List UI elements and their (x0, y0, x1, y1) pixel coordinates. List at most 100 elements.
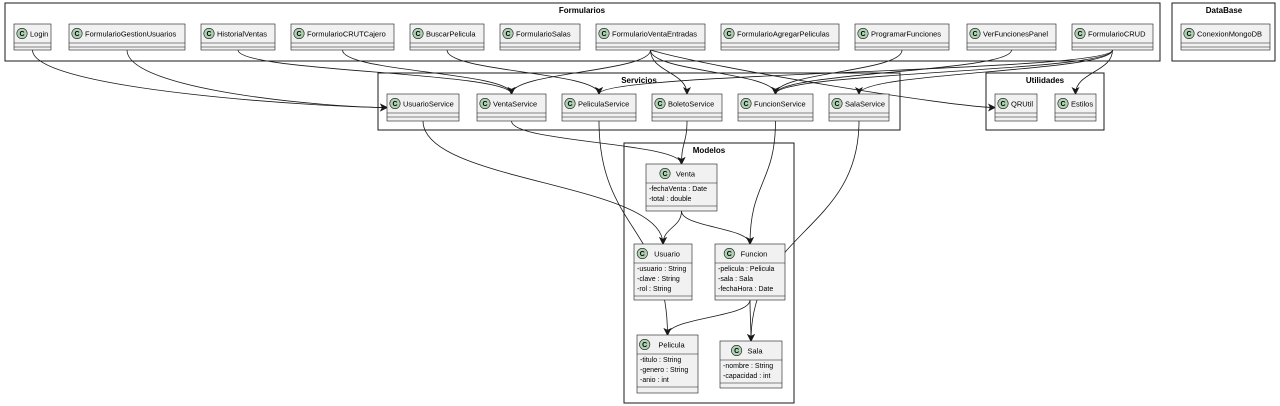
class-badge-letter: C (657, 101, 662, 108)
class-badge-letter: C (19, 31, 24, 38)
class-badge-letter: C (415, 31, 420, 38)
class-badge-icon (479, 98, 491, 110)
package-title-formularios: Formularios (559, 6, 606, 15)
class-badge-icon (203, 27, 215, 39)
relation-programar-funciones-to-funcion-service (771, 49, 903, 95)
class-badge-letter: C (1060, 101, 1065, 108)
class-badge-icon (969, 27, 981, 39)
class-attribute: -pelicula : Pelicula (718, 266, 775, 273)
class-qrutil[interactable]: C QRUtil (994, 93, 1038, 122)
class-box (386, 93, 460, 122)
class-badge-icon (412, 27, 424, 39)
class-badge-icon (639, 338, 651, 350)
relation-boleto-service-to-venta (677, 120, 688, 165)
relation-formulario-venta-entradas-to-funcion-service (650, 49, 780, 95)
class-badge-letter: C (74, 31, 79, 38)
class-badge-icon (16, 27, 28, 39)
class-badge-icon (997, 98, 1009, 110)
class-name: Venta (676, 170, 696, 179)
class-box (561, 93, 637, 122)
class-badge-letter: C (1186, 31, 1191, 38)
class-name: Pelicula (658, 341, 685, 350)
class-attribute: -usuario : String (637, 266, 687, 273)
class-badge-icon (731, 344, 743, 356)
class-name: FormularioAgregarPeliculas (737, 30, 830, 39)
class-attribute: -anio : int (640, 377, 669, 384)
class-badge-letter: C (726, 31, 731, 38)
class-box (1180, 23, 1271, 51)
class-name: SalaService (845, 100, 885, 109)
class-badge-letter: C (860, 31, 865, 38)
relation-formulario-crud-to-sala-service (855, 49, 1113, 95)
class-name: FormularioCRUTCajero (307, 30, 386, 39)
relation-formulario-venta-entradas-to-venta-service (507, 49, 651, 95)
relation-venta-to-funcion (681, 210, 754, 245)
class-name: VentaService (493, 100, 537, 109)
class-badge-icon (857, 27, 869, 39)
class-badge-letter: C (662, 171, 667, 178)
relation-funcion-service-to-funcion (746, 120, 776, 245)
class-box (68, 23, 186, 51)
class-estilos[interactable]: C Estilos (1054, 93, 1097, 122)
class-name: FormularioSalas (516, 30, 571, 39)
class-formulario-agregar-peliculas[interactable]: C FormularioAgregarPeliculas (720, 23, 840, 51)
class-badge-letter: C (392, 101, 397, 108)
class-badge-letter: C (206, 31, 211, 38)
class-badge-icon (740, 98, 752, 110)
class-attribute: -titulo : String (640, 357, 681, 364)
class-badge-icon (389, 98, 401, 110)
relation-venta-service-to-venta (511, 120, 686, 165)
package-title-utilidades: Utilidades (1026, 76, 1065, 85)
class-badge-icon (564, 98, 576, 110)
class-badge-letter: C (834, 101, 839, 108)
relation-formulario-crud-to-pelicula-service (595, 49, 1113, 95)
class-sala-service[interactable]: C SalaService (828, 93, 890, 122)
class-box (737, 93, 814, 122)
class-name: Estilos (1071, 100, 1093, 109)
class-badge-icon (1074, 27, 1086, 39)
class-badge-letter: C (1000, 101, 1005, 108)
package-title-modelos: Modelos (693, 146, 726, 155)
relation-funcion-to-sala (746, 299, 755, 342)
class-box (720, 23, 840, 51)
class-badge-icon (659, 168, 671, 180)
relation-formulario-venta-entradas-to-boleto-service (650, 49, 691, 95)
class-badge-letter: C (642, 342, 647, 349)
relation-formulario-gestion-usuarios-to-usuario-service (126, 49, 388, 112)
relation-buscar-pelicula-to-pelicula-service (446, 49, 603, 95)
class-badge-icon (71, 27, 83, 39)
class-box (200, 23, 276, 51)
class-name: FormularioVentaEntradas (612, 30, 697, 39)
class-name: QRUtil (1011, 100, 1033, 109)
package-title-database: DataBase (1206, 6, 1243, 15)
class-attribute: -capacidad : int (723, 373, 771, 380)
class-name: FuncionService (754, 100, 806, 109)
class-box (1071, 23, 1154, 51)
class-name: FormularioCRUD (1088, 30, 1146, 39)
class-box (290, 23, 395, 51)
class-badge-icon (1183, 27, 1195, 39)
